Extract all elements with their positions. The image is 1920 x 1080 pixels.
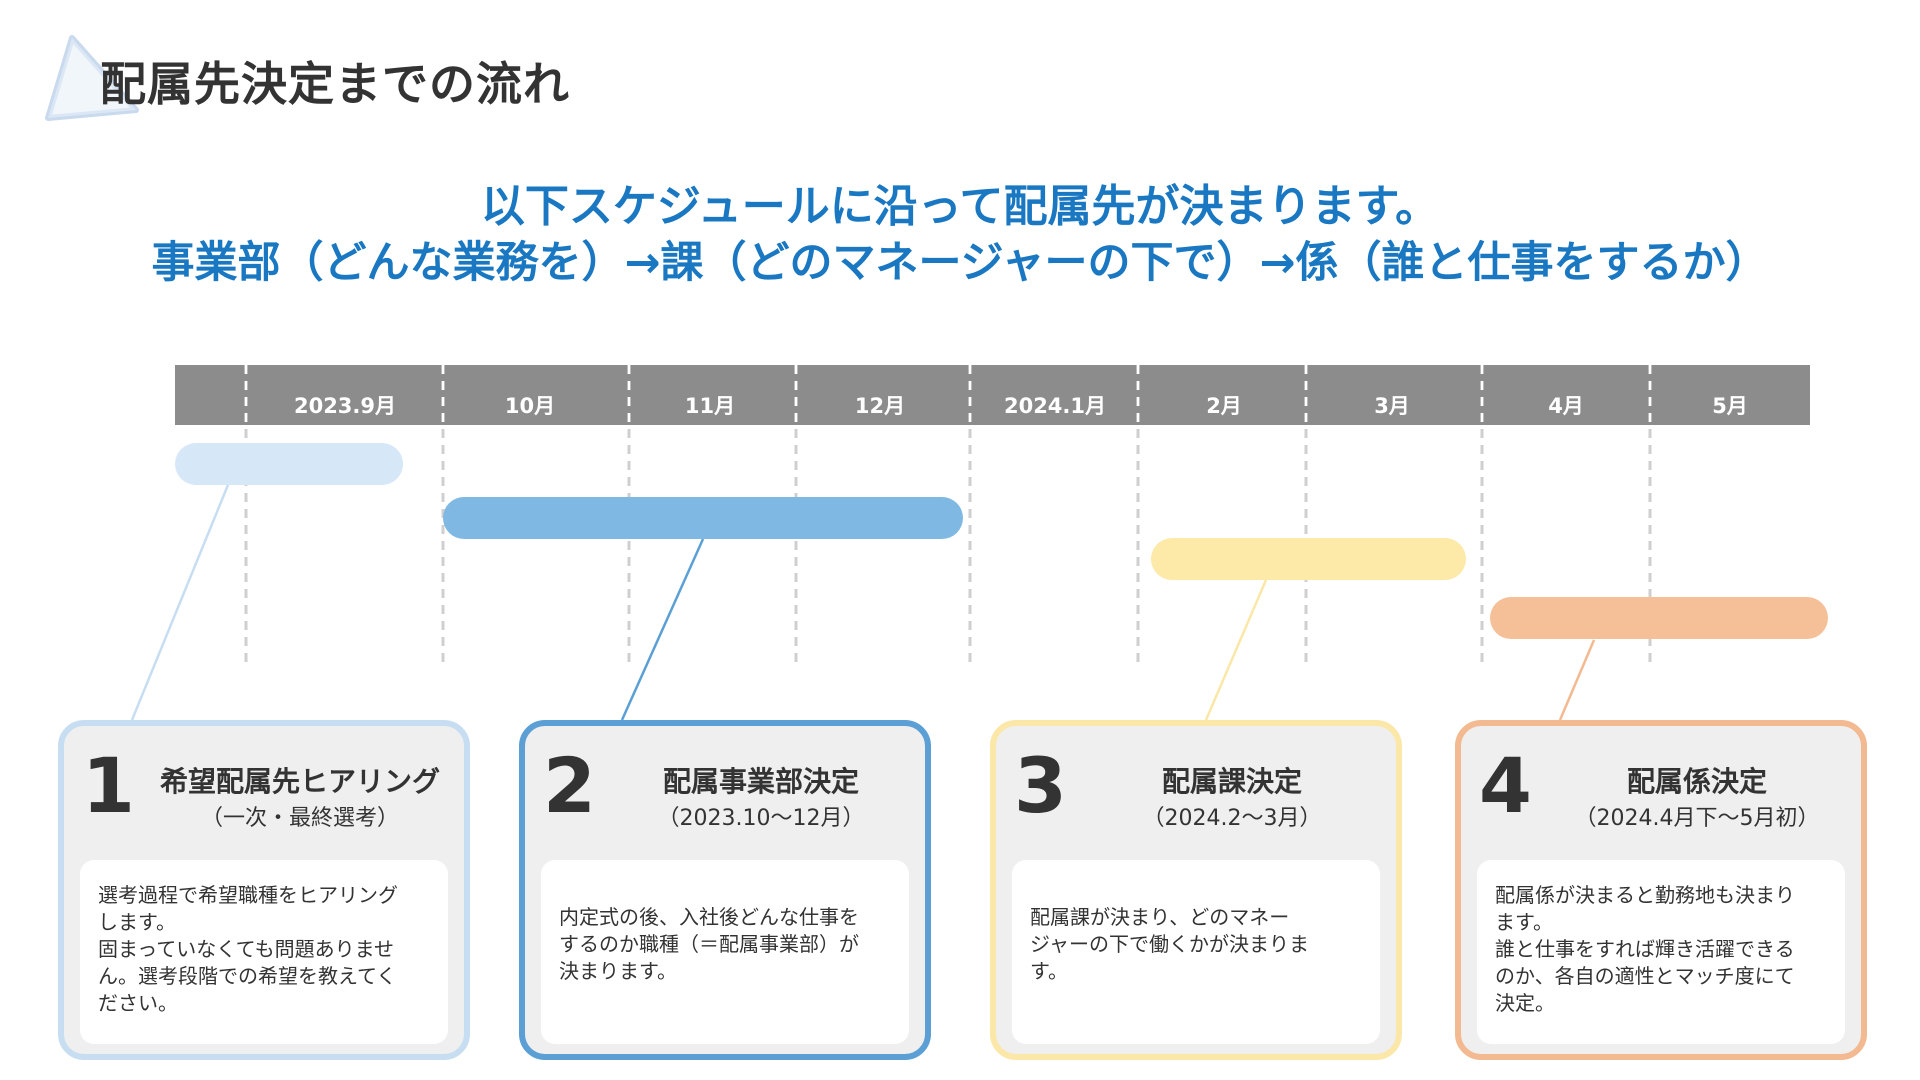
phase-card-1: 1 希望配属先ヒアリング （一次・最終選考） 選考過程で希望職種をヒアリング し…	[58, 720, 470, 1060]
phase-title: 配属事業部決定	[662, 765, 859, 798]
phase-title: 配属係決定	[1626, 765, 1767, 798]
phase-number: 3	[1014, 741, 1067, 830]
month-label: 4月	[1548, 394, 1584, 418]
phase-2-bar	[443, 497, 963, 539]
phase-description: 選考過程で希望職種をヒアリング します。 固まっていなくても問題ありませ ん。選…	[98, 883, 398, 1015]
phase-description-box: 配属課が決まり、どのマネー ジャーの下で働くかが決まりま す。	[1012, 860, 1380, 1044]
phase-subtitle: （一次・最終選考）	[200, 806, 399, 831]
month-label: 12月	[855, 394, 905, 418]
phase-card-4: 4 配属係決定 （2024.4月下～5月初） 配属係が決まると勤務地も決まり ま…	[1455, 720, 1867, 1060]
phase-description: 配属係が決まると勤務地も決まり ます。 誰と仕事をすれば輝き活躍できる のか、各…	[1495, 883, 1795, 1015]
month-label: 11月	[685, 394, 735, 418]
phase-2-connector	[620, 538, 705, 721]
month-label: 2023.9月	[294, 394, 396, 418]
month-label: 2月	[1206, 394, 1242, 418]
phase-4-connector	[1558, 639, 1596, 721]
phase-title: 配属課決定	[1161, 765, 1302, 798]
phase-description-box: 選考過程で希望職種をヒアリング します。 固まっていなくても問題ありませ ん。選…	[80, 860, 448, 1044]
month-label: 2024.1月	[1004, 394, 1106, 418]
month-label: 10月	[505, 394, 555, 418]
phase-4-bar	[1490, 597, 1828, 639]
phase-description-box: 配属係が決まると勤務地も決まり ます。 誰と仕事をすれば輝き活躍できる のか、各…	[1477, 860, 1845, 1044]
phase-subtitle: （2023.10～12月）	[657, 806, 865, 831]
phase-1-connector	[130, 484, 230, 721]
page-title: 配属先決定までの流れ	[100, 57, 570, 111]
month-label: 5月	[1712, 394, 1748, 418]
month-label: 3月	[1374, 394, 1410, 418]
phase-description: 配属課が決まり、どのマネー ジャーの下で働くかが決まりま す。	[1030, 905, 1309, 983]
phase-description: 内定式の後、入社後どんな仕事を するのか職種（＝配属事業部）が 決まります。	[559, 905, 859, 983]
phase-number: 1	[82, 741, 135, 830]
phase-subtitle: （2024.4月下～5月初）	[1574, 806, 1820, 831]
title-triangle-icon	[45, 35, 139, 121]
timeline-header-bar	[175, 365, 1810, 425]
headline-line-2: 事業部（どんな業務を）→課（どのマネージャーの下で）→係（誰と仕事をするか）	[151, 238, 1769, 288]
phase-title: 希望配属先ヒアリング	[159, 765, 440, 798]
phase-number: 2	[543, 741, 596, 830]
headline-line-1: 以下スケジュールに沿って配属先が決まります。	[480, 181, 1440, 232]
phase-number: 4	[1479, 741, 1532, 830]
phase-3-bar	[1151, 538, 1466, 580]
phase-description-box: 内定式の後、入社後どんな仕事を するのか職種（＝配属事業部）が 決まります。	[541, 860, 909, 1044]
phase-3-connector	[1204, 579, 1268, 721]
phase-card-3: 3 配属課決定 （2024.2～3月） 配属課が決まり、どのマネー ジャーの下で…	[990, 720, 1402, 1060]
phase-subtitle: （2024.2～3月）	[1142, 806, 1322, 831]
phase-1-bar	[175, 443, 403, 485]
phase-card-2: 2 配属事業部決定 （2023.10～12月） 内定式の後、入社後どんな仕事を …	[519, 720, 931, 1060]
